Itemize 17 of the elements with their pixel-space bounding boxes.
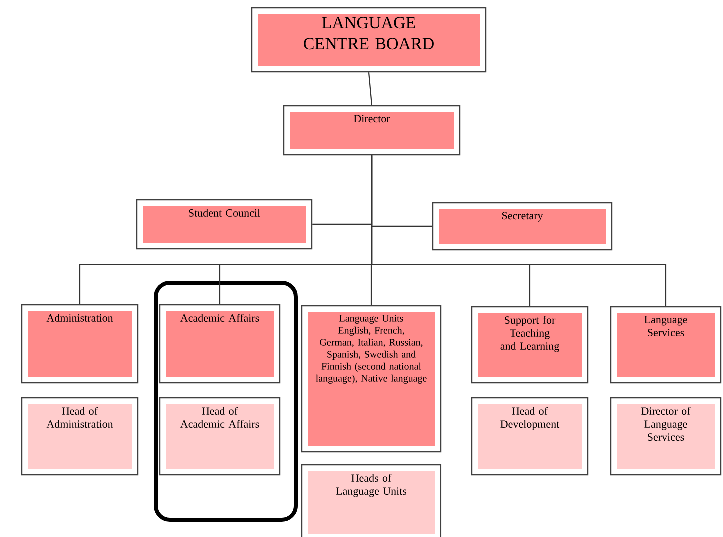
org-box: Academic Affairs — [159, 304, 281, 384]
org-box: Director of Language Services — [610, 397, 722, 476]
org-box: Heads of Language Units — [301, 464, 442, 537]
org-box: Director — [283, 105, 461, 156]
org-box: Head of Academic Affairs — [159, 397, 281, 476]
org-box: LANGUAGE CENTRE BOARD — [251, 7, 487, 73]
org-box: Language Units English, French, German, Italian, Russian, Spanish, Swedish and Finnish (second national language), Native language — [301, 305, 442, 453]
org-box: Administration — [21, 304, 139, 384]
org-box: Support for Teaching and Learning — [471, 306, 589, 384]
org-box: Head of Development — [471, 397, 589, 476]
connector-line — [368, 72, 373, 106]
org-box: Language Services — [610, 306, 722, 384]
org-box: Head of Administration — [21, 397, 139, 476]
org-box: Secretary — [432, 202, 613, 251]
connector-line — [371, 156, 667, 306]
highlight-frame — [154, 281, 298, 522]
org-box: Student Council — [136, 199, 313, 250]
